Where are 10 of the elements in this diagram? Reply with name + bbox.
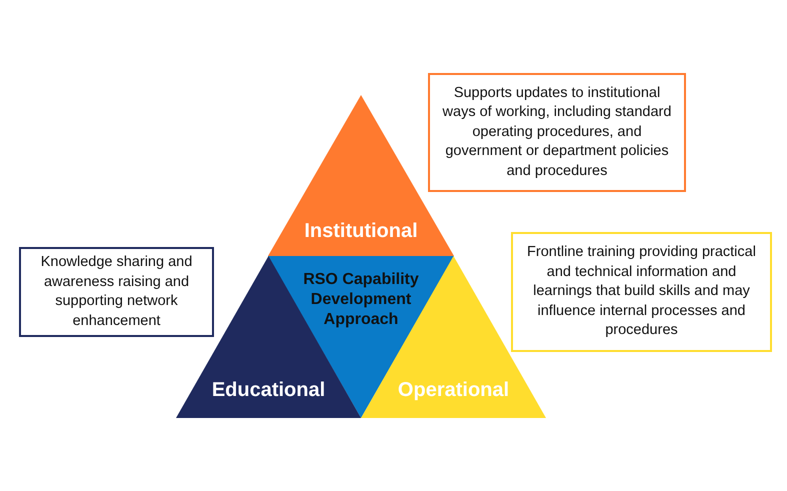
segment-label: RSO Capability Development Approach: [302, 270, 420, 330]
description-text: Supports updates to institutional ways of working, including standard operating procedures, and government or department policies and procedures: [442, 84, 672, 181]
description-text: Knowledge sharing and awareness raising and supporting network enhancement: [40, 253, 194, 330]
description-box: [19, 247, 214, 337]
segment-label: Institutional: [303, 219, 419, 244]
description-box: [511, 232, 772, 352]
description-box: [428, 73, 686, 192]
segment-label: Educational: [210, 378, 326, 403]
segment-label: Operational: [396, 378, 510, 403]
description-text: Frontline training providing practical and technical information and learnings that build skills and may influence internal processes and procedures: [526, 243, 757, 340]
